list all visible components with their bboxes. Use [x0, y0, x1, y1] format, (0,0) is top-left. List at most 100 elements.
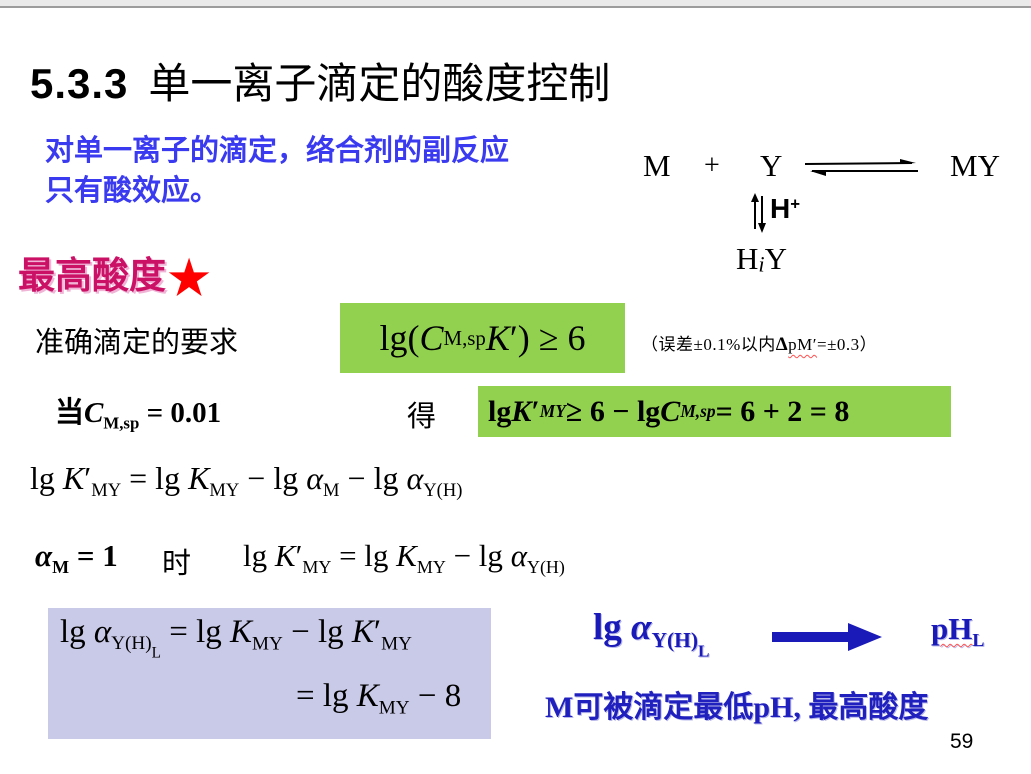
arrow-icon — [772, 620, 884, 659]
f5-alpha2: α — [510, 538, 527, 573]
page-number: 59 — [950, 730, 974, 753]
f5-eq1: = 1 — [69, 538, 118, 573]
conclusion-text: M可被滴定最低pH, 最高酸度 — [545, 691, 929, 724]
shi-label: 时 — [162, 548, 192, 580]
cv-l: L — [697, 641, 710, 661]
note-pre: （误差±0.1%以内 — [641, 335, 776, 354]
title-number: 5.3.3 — [30, 60, 129, 107]
given-c-sub: M,sp — [103, 413, 140, 433]
result-formula-box: lg αY(H)L = lg KMY − lg K′MY = lg KMY − … — [48, 608, 491, 739]
f5-lg1: lg — [243, 538, 275, 573]
hiy-i: i — [758, 251, 765, 277]
cv-alpha: α — [631, 607, 652, 648]
star-icon: ★ — [168, 251, 211, 304]
df-mid: ≥ 6 − lg — [565, 394, 661, 428]
r1-eq: = lg — [160, 614, 231, 650]
df-k: K — [511, 394, 532, 428]
f4-alpha1: α — [306, 460, 324, 496]
formula-prime: ′ — [509, 318, 518, 358]
species-my: MY — [950, 148, 1000, 183]
species-y: Y — [760, 148, 783, 183]
r1-p2: ′ — [373, 614, 382, 650]
f4-s3: M — [323, 480, 340, 502]
r2-s4: MY — [378, 697, 410, 719]
f5-p1: ′ — [295, 538, 303, 573]
result-line-2: = lg KMY − 8 — [296, 678, 461, 719]
given-c: C — [84, 397, 104, 429]
f5-alpha-sub: M — [52, 556, 70, 577]
cv-alpha-sub: Y(H)L — [651, 628, 710, 660]
cv-yh: Y(H) — [651, 628, 698, 653]
note-pm: pM′ — [788, 335, 818, 354]
f4-k1: K — [62, 460, 85, 496]
window-top-bar — [0, 0, 1031, 8]
given-dang: 当 — [55, 397, 85, 429]
f4-lg1: lg — [30, 460, 63, 496]
f4-eq: = lg — [121, 460, 189, 496]
requirement-label: 准确滴定的要求 — [35, 327, 239, 359]
h-plus-sup: + — [790, 194, 801, 214]
f5-s1: MY — [302, 556, 332, 577]
f5-k1: K — [274, 538, 296, 573]
section-heading: 最高酸度★ — [18, 245, 210, 306]
f4-s1: MY — [91, 480, 122, 502]
r1-k2: K — [351, 614, 374, 650]
f5-m1: − lg — [445, 538, 511, 573]
conversion-ph: pHL — [931, 611, 984, 651]
df-end: = 6 + 2 = 8 — [715, 394, 850, 428]
df-k-sub: MY — [539, 401, 566, 421]
r1-yh: Y(H) — [111, 633, 152, 655]
plus-sign: + — [704, 150, 720, 181]
ph-sub: L — [972, 629, 985, 650]
given-condition: 当CM,sp = 0.01 — [55, 389, 221, 433]
f4-k2: K — [188, 460, 210, 496]
f4-p1: ′ — [84, 460, 92, 496]
formula-c-sub: M,sp — [443, 325, 486, 350]
formula-k: K — [485, 318, 510, 358]
ph-l: pHL — [931, 611, 984, 650]
ph-symbol: pH — [931, 611, 973, 646]
h-symbol: H — [770, 193, 791, 224]
error-note: （误差±0.1%以内ΔpM′=±0.3） — [641, 330, 877, 356]
r2-k: K — [356, 678, 379, 714]
r1-s3: MY — [381, 633, 412, 655]
species-m: M — [643, 148, 671, 183]
conversion-lga: lg αY(H)L — [593, 606, 709, 662]
f5-eq2: = lg — [331, 538, 397, 573]
df-prime: ′ — [531, 394, 540, 428]
df-lg: lg — [488, 394, 512, 428]
vertical-equilibrium-icon — [750, 192, 768, 239]
equilibrium-arrow-icon — [802, 158, 922, 183]
formula-lgk-full: lg K′MY = lg KMY − lg αM − lg αY(H) — [30, 460, 462, 502]
intro-text: 对单一离子的滴定，络合剂的副反应 只有酸效应。 — [45, 131, 509, 211]
hiy-h: H — [736, 241, 759, 276]
r1-lg: lg — [60, 614, 94, 650]
hiy-y: Y — [764, 241, 787, 276]
r2-eq: = lg — [296, 678, 357, 714]
formula-c: C — [419, 318, 444, 358]
title-text: 单一离子滴定的酸度控制 — [148, 62, 611, 108]
r1-s2: MY — [252, 633, 283, 655]
intro-line-2: 只有酸效应。 — [45, 175, 220, 207]
f4-m1: − lg — [239, 460, 307, 496]
cv-lg: lg — [593, 607, 632, 648]
result-line-1: lg αY(H)L = lg KMY − lg K′MY — [60, 614, 412, 663]
r1-m1: − lg — [282, 614, 352, 650]
f4-m2: − lg — [339, 460, 407, 496]
r1-l: L — [151, 644, 161, 662]
h-plus-label: H+ — [770, 193, 800, 225]
formula-rest: ) ≥ 6 — [517, 318, 586, 358]
section-heading-text: 最高酸度 — [18, 255, 166, 296]
f4-s4: Y(H) — [423, 480, 463, 502]
r1-k1: K — [230, 614, 253, 650]
f4-alpha2: α — [406, 460, 424, 496]
formula-lgk-simplified: lg K′MY = lg KMY − lg αY(H) — [243, 538, 565, 578]
formula-lg: lg( — [379, 318, 420, 358]
r1-alpha: α — [93, 614, 112, 650]
df-c-sub: M,sp — [680, 401, 716, 421]
alpha-condition: αM = 1 — [35, 538, 118, 578]
given-eq: = 0.01 — [139, 397, 222, 429]
r1-alpha-sub: Y(H)L — [111, 633, 161, 661]
